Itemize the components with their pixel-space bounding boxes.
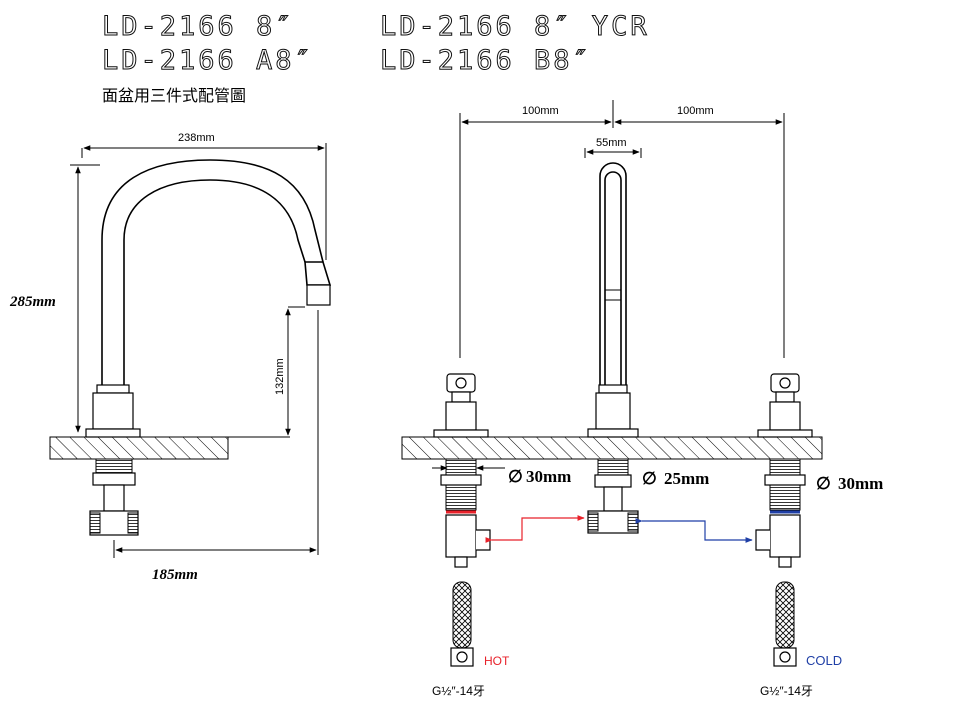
countertop-section — [49, 436, 229, 460]
spacing-right-label: 100mm — [677, 105, 714, 117]
thread-spec-right: G½″-14牙 — [760, 684, 813, 698]
cold-water-line — [635, 518, 753, 543]
front-view: 100mm 100mm 55mm — [401, 100, 883, 698]
diameter-left-label: 30mm — [526, 467, 571, 486]
countertop-section-front — [401, 436, 823, 460]
model-code-4: LD-2166 B8″ — [380, 45, 592, 76]
spout-body-front — [595, 392, 631, 430]
hot-hose — [450, 581, 474, 667]
hot-valve — [433, 373, 491, 568]
thread-spec-left: G½″-14牙 — [432, 684, 485, 698]
model-code-2: LD-2166 8″ YCR — [380, 11, 650, 42]
height-label: 285mm — [9, 294, 56, 310]
diameter-right-label: 30mm — [838, 474, 883, 493]
diameter-center-label: 25mm — [664, 469, 709, 488]
spout-gooseneck — [101, 159, 324, 388]
diameter-symbol-left: ∅ — [508, 467, 523, 486]
diameter-symbol-right: ∅ — [816, 474, 831, 493]
spout-body — [92, 392, 134, 430]
model-code-1: LD-2166 8″ — [102, 11, 295, 42]
diameter-symbol-center: ∅ — [642, 469, 657, 488]
spout-width-label: 55mm — [596, 137, 627, 149]
aerator — [306, 284, 331, 306]
reach-label: 185mm — [152, 567, 198, 583]
cold-label: COLD — [806, 653, 842, 668]
width-label: 238mm — [178, 132, 215, 144]
side-view: 238mm 285mm 132mm 185mm — [9, 132, 332, 583]
subtitle: 面盆用三件式配管圖 — [102, 86, 246, 105]
cold-valve — [755, 373, 813, 568]
mounting-thread — [95, 458, 133, 474]
spout-front — [599, 162, 627, 388]
model-code-3: LD-2166 A8″ — [102, 45, 314, 76]
hot-water-line — [485, 515, 585, 543]
spacing-left-label: 100mm — [522, 105, 559, 117]
cold-hose — [773, 581, 797, 667]
clearance-label: 132mm — [274, 358, 286, 395]
hot-label: HOT — [484, 654, 510, 668]
title-block: LD-2166 8″ LD-2166 8″ YCR LD-2166 A8″ LD… — [102, 11, 650, 106]
